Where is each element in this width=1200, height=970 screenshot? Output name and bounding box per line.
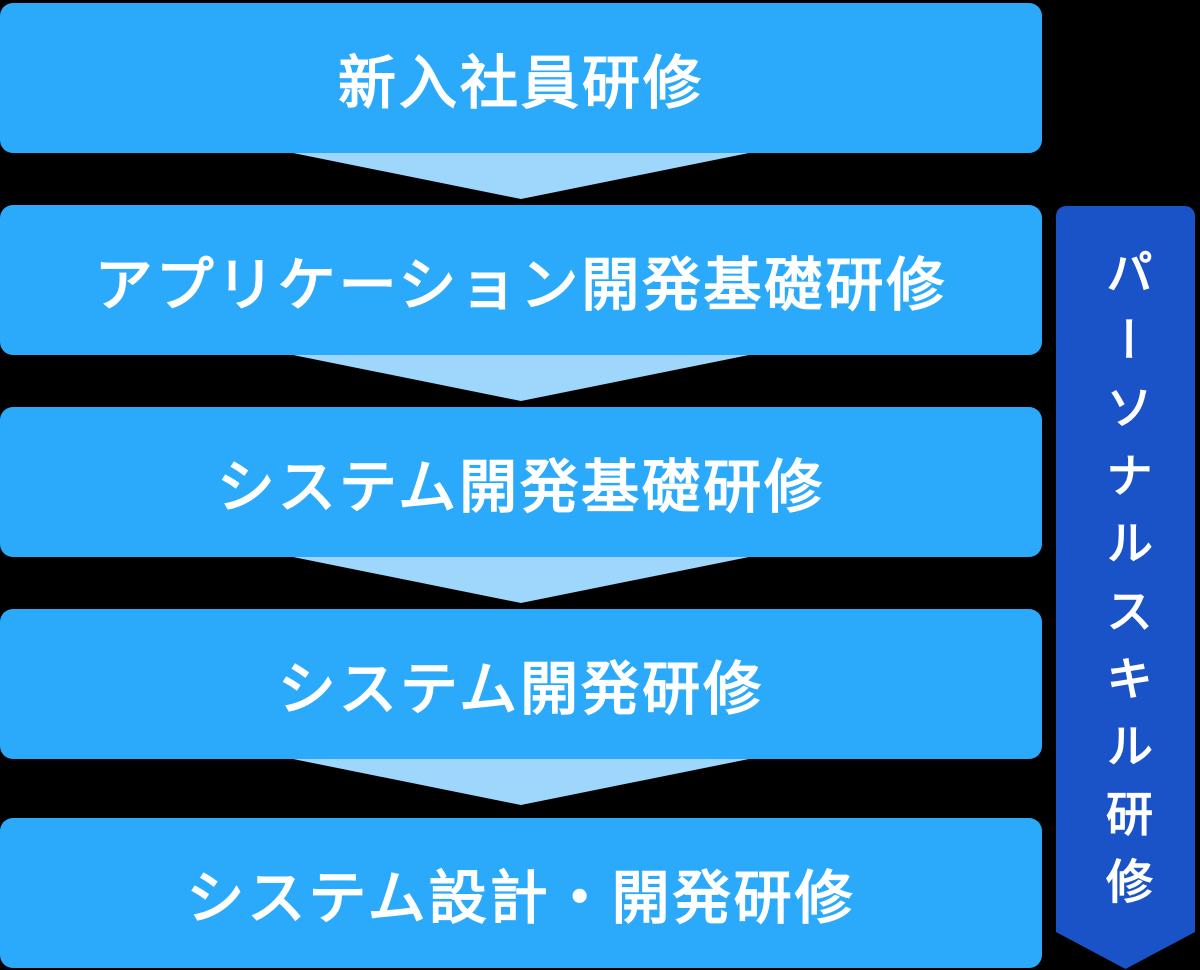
step-box-system-dev-basics: システム開発基礎研修 (0, 407, 1042, 557)
step-box-system-dev: システム開発研修 (0, 609, 1042, 759)
personal-skill-ribbon-label: パーソナルスキル研修 (1099, 248, 1152, 925)
down-arrow-icon (293, 355, 749, 401)
personal-skill-ribbon-body: パーソナルスキル研修 (1056, 206, 1195, 932)
step-box-new-employee: 新入社員研修 (0, 3, 1042, 153)
step-label: システム設計・開発研修 (186, 866, 856, 931)
ribbon-point-icon (1056, 932, 1195, 969)
personal-skill-ribbon: パーソナルスキル研修 (1056, 206, 1195, 969)
down-arrow-icon (293, 557, 749, 603)
step-label: システム開発研修 (277, 657, 765, 722)
step-label: アプリケーション開発基礎研修 (94, 253, 948, 318)
step-label: システム開発基礎研修 (216, 455, 826, 520)
down-arrow-icon (293, 759, 749, 805)
step-box-system-design-dev: システム設計・開発研修 (0, 818, 1042, 968)
step-label: 新入社員研修 (337, 51, 704, 116)
down-arrow-icon (293, 153, 749, 199)
step-box-application-dev-basics: アプリケーション開発基礎研修 (0, 205, 1042, 355)
